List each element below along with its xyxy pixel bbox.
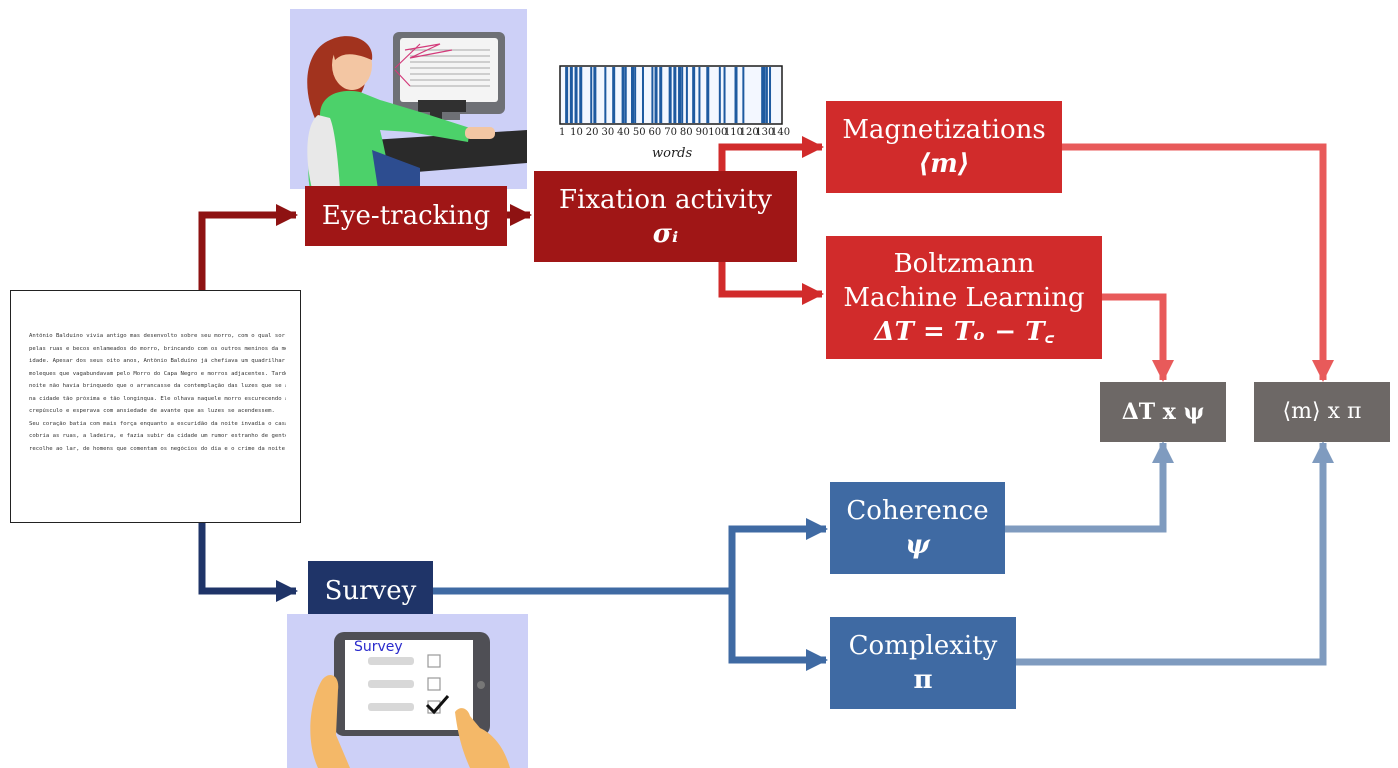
document-line: na cidade tão próxima e tão longínqua. E… bbox=[29, 395, 286, 402]
coherence-symbol: ψ bbox=[905, 530, 930, 560]
fixation-stripe bbox=[569, 67, 573, 123]
complexity-label: Complexity bbox=[848, 631, 998, 661]
fixation-stripe bbox=[641, 67, 644, 123]
arrow-complexity-to-m-pi bbox=[1016, 441, 1334, 666]
document-line: noite não havia brinquedo que o arrancas… bbox=[29, 383, 286, 389]
arrow-survey-to-complexity bbox=[728, 591, 828, 671]
fixation-activity-label: Fixation activity bbox=[559, 184, 772, 215]
fixation-stripe bbox=[769, 67, 772, 123]
words-tick-label: 100 bbox=[708, 127, 728, 138]
document-line: Seu coração batia com mais força enquant… bbox=[29, 420, 286, 427]
complexity-box: Complexity π bbox=[830, 617, 1016, 709]
boltzmann-label-2: Machine Learning bbox=[843, 282, 1085, 313]
fixation-stripe bbox=[631, 67, 635, 123]
delta-t-psi-label: ΔT x ψ bbox=[1121, 399, 1205, 425]
coherence-label: Coherence bbox=[846, 496, 989, 526]
magnetizations-symbol: ⟨m⟩ bbox=[918, 149, 970, 179]
fixation-stripe bbox=[604, 67, 607, 123]
survey-tablet-title: Survey bbox=[354, 639, 403, 655]
words-tick-label: 110 bbox=[723, 127, 744, 138]
arrow-doc-to-eye-tracking bbox=[198, 204, 298, 290]
fixation-stripe bbox=[565, 67, 569, 123]
fixation-stripe bbox=[593, 67, 597, 123]
words-tick-label: 10 bbox=[570, 127, 583, 138]
fixation-stripe bbox=[742, 67, 745, 123]
words-tick-label: 50 bbox=[632, 127, 646, 138]
fixation-stripe bbox=[621, 67, 625, 123]
fixation-activity-box: Fixation activity σᵢ bbox=[534, 171, 797, 262]
fixation-stripe bbox=[678, 67, 682, 123]
words-tick-label: 90 bbox=[695, 127, 709, 138]
fixation-stripe bbox=[668, 67, 672, 123]
words-tick-label: 80 bbox=[679, 127, 693, 138]
eye-tracking-box: Eye-tracking bbox=[305, 186, 507, 246]
complexity-symbol: π bbox=[913, 665, 933, 695]
arrow-doc-to-survey bbox=[198, 523, 298, 602]
boltzmann-box: Boltzmann Machine Learning ΔT = Tₒ − T꜀ bbox=[826, 236, 1102, 359]
document-text: Antônio Balduíno vivia antigo mas desenv… bbox=[10, 290, 301, 523]
fixation-stripe bbox=[706, 67, 710, 123]
words-tick-label: 140 bbox=[771, 127, 791, 138]
fixation-stripe bbox=[698, 67, 701, 123]
boltzmann-label-1: Boltzmann bbox=[893, 248, 1035, 279]
fixation-stripe bbox=[579, 67, 583, 123]
fixation-stripe bbox=[685, 67, 688, 123]
fixation-activity-symbol: σᵢ bbox=[652, 218, 679, 249]
fixation-stripe bbox=[590, 67, 593, 123]
survey-label: Survey bbox=[324, 576, 417, 606]
fixation-stripe bbox=[734, 67, 738, 123]
words-tick-label: 40 bbox=[617, 127, 630, 138]
magnetizations-box: Magnetizations ⟨m⟩ bbox=[826, 101, 1062, 193]
fixation-stripe bbox=[692, 67, 696, 123]
words-tick-label: 60 bbox=[648, 127, 662, 138]
fixation-stripe bbox=[723, 67, 726, 123]
words-tick-label: 30 bbox=[601, 127, 615, 138]
arrow-magnetizations-to-m-pi bbox=[1062, 143, 1334, 382]
arrow-survey-to-coherence bbox=[728, 518, 828, 591]
fixation-stripe bbox=[681, 67, 684, 123]
document-line: crepúsculo e esperava com ansiedade de a… bbox=[29, 408, 275, 414]
words-axis-label: words bbox=[652, 146, 693, 161]
document-line: idade. Apesar dos seus oito anos, Antôni… bbox=[29, 358, 286, 364]
document-line: recolhe ao lar, de homens que comentam o… bbox=[29, 445, 286, 452]
words-tick-label: 130 bbox=[755, 127, 775, 138]
fixation-stripe bbox=[762, 67, 766, 123]
fixation-stripe bbox=[659, 67, 663, 123]
fixation-stripe bbox=[651, 67, 654, 123]
fixation-stripe bbox=[718, 67, 721, 123]
eye-tracking-label: Eye-tracking bbox=[321, 201, 491, 231]
document-line: moleques que vagabundavam pelo Morro do … bbox=[29, 370, 286, 377]
survey-box: Survey bbox=[308, 561, 433, 621]
document-line: Antônio Balduíno vivia antigo mas desenv… bbox=[29, 333, 286, 339]
fixation-stripe bbox=[761, 67, 764, 123]
words-tick-label: 20 bbox=[585, 127, 599, 138]
fixation-stripe bbox=[612, 67, 616, 123]
m-pi-box: ⟨m⟩ x π bbox=[1254, 382, 1390, 442]
delta-t-psi-box: ΔT x ψ bbox=[1100, 382, 1226, 442]
fixation-stripe bbox=[673, 67, 677, 123]
words-tick-label: 1 bbox=[559, 127, 566, 138]
arrow-fixation-to-boltzmann bbox=[718, 262, 824, 305]
magnetizations-label: Magnetizations bbox=[842, 115, 1046, 145]
arrow-boltzmann-to-dt-psi bbox=[1101, 293, 1174, 382]
coherence-box: Coherence ψ bbox=[830, 482, 1005, 574]
document-line: cobria as ruas, a ladeira, e fazia subir… bbox=[29, 433, 286, 439]
arrow-fixation-to-magnetizations bbox=[718, 136, 824, 172]
fixation-stripe bbox=[654, 67, 658, 123]
words-tick-label: 120 bbox=[739, 127, 759, 138]
arrow-coherence-to-dt-psi bbox=[1005, 441, 1174, 533]
document-line: pelas ruas e becos enlameados do morro, … bbox=[29, 345, 286, 352]
fixation-stripe bbox=[634, 67, 637, 123]
m-pi-label: ⟨m⟩ x π bbox=[1282, 399, 1362, 424]
fixation-stripe bbox=[624, 67, 627, 123]
fixation-stripe bbox=[765, 67, 768, 123]
fixation-stripe bbox=[574, 67, 578, 123]
boltzmann-formula: ΔT = Tₒ − T꜀ bbox=[874, 316, 1054, 347]
words-tick-label: 70 bbox=[664, 127, 677, 138]
